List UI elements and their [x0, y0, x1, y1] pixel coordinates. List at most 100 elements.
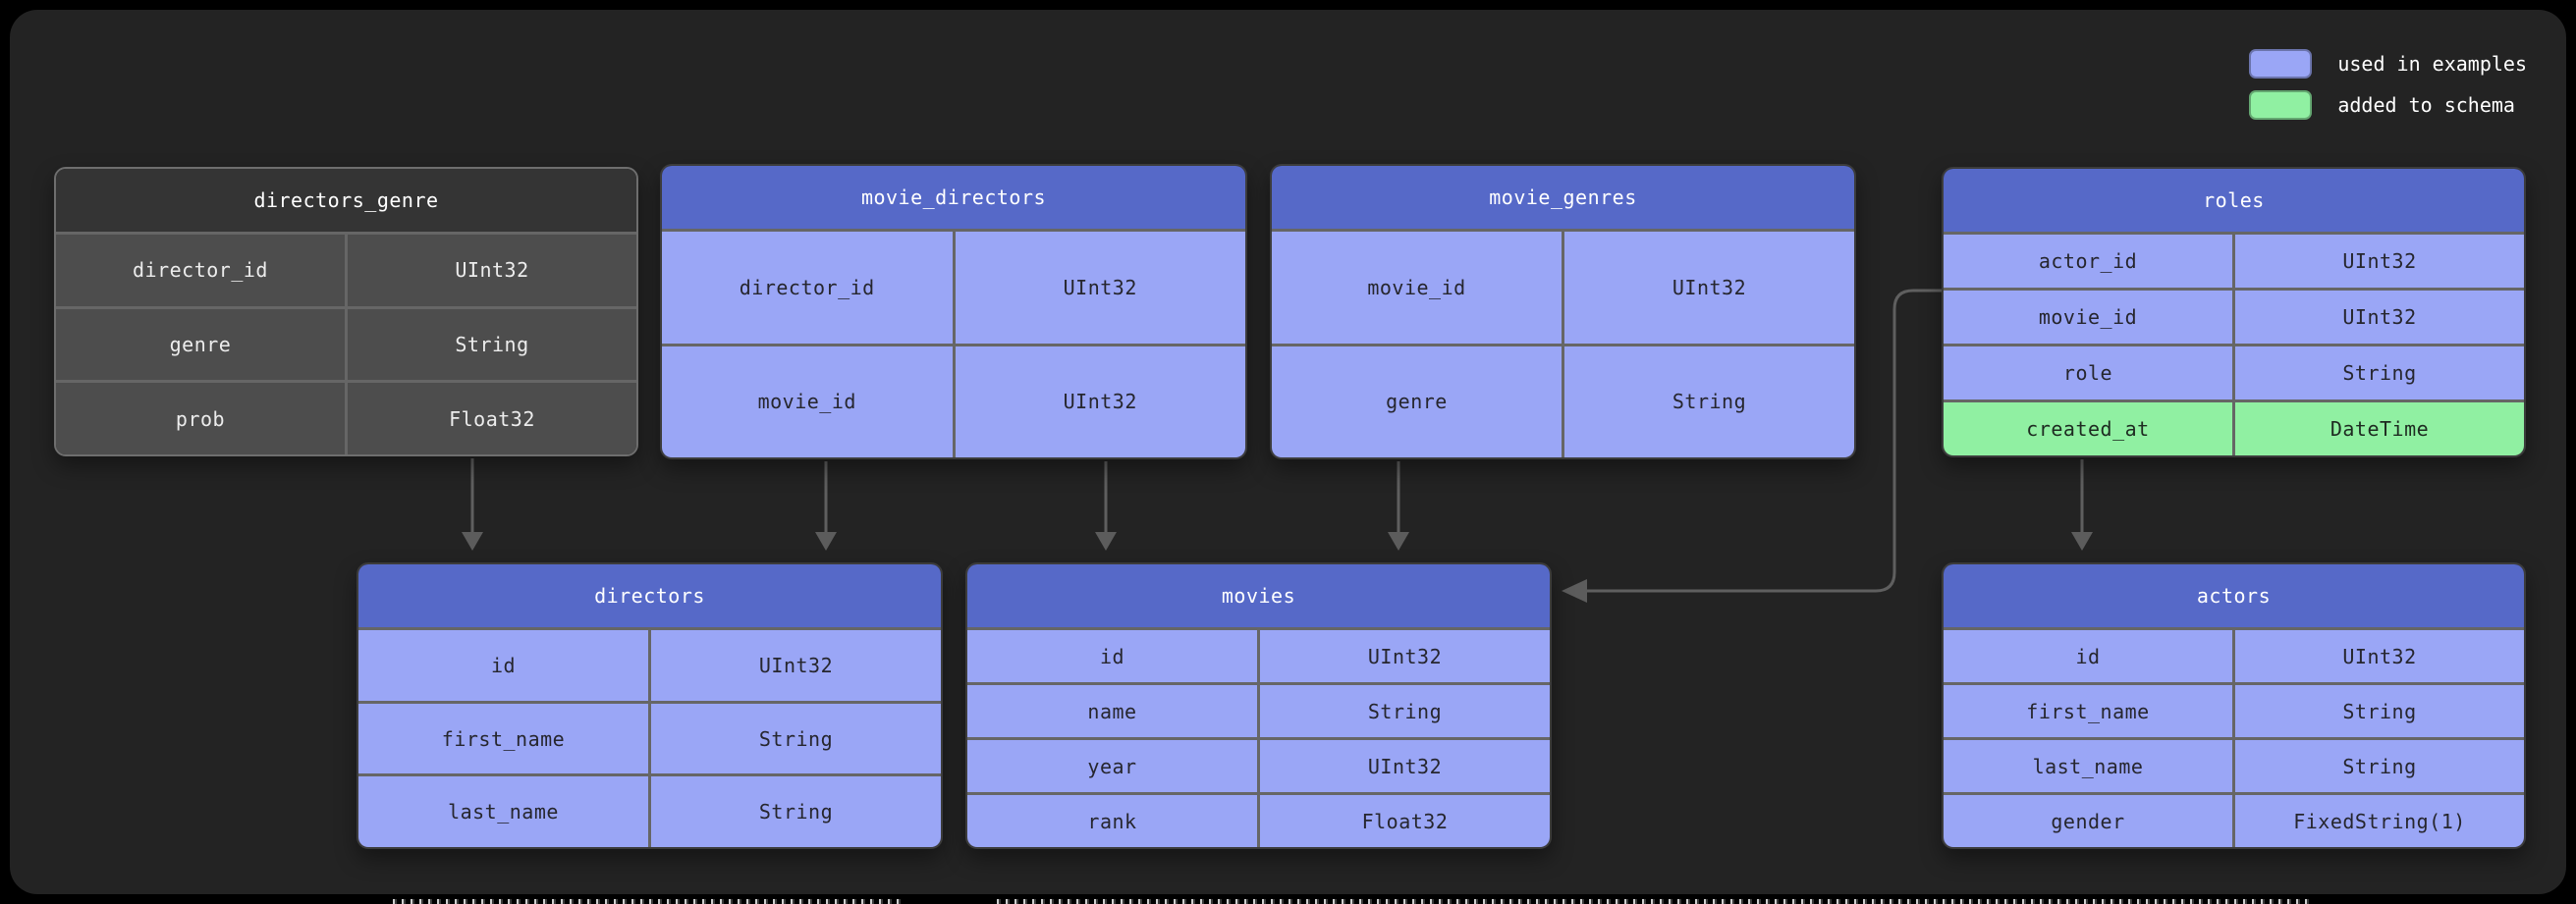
table-title: roles [1944, 169, 2524, 232]
arrowhead-icon [1562, 579, 1587, 603]
cutoff-text-sliver [393, 899, 904, 904]
field-type: UInt32 [1257, 740, 1550, 792]
field-type: UInt32 [2232, 291, 2524, 344]
field-name: movie_id [1944, 291, 2232, 344]
field-type: String [648, 776, 941, 847]
field-type: UInt32 [2232, 235, 2524, 288]
blue-swatch-icon [2249, 49, 2313, 79]
field-type: DateTime [2232, 402, 2524, 455]
field-type: UInt32 [952, 232, 1245, 344]
field-type: String [2232, 685, 2524, 737]
field-type: UInt32 [952, 346, 1245, 457]
field-type: FixedString(1) [2232, 795, 2524, 847]
field-name: movie_id [1272, 232, 1562, 344]
cutoff-text-sliver [997, 899, 2313, 904]
field-type: UInt32 [1257, 630, 1550, 682]
field-type: Float32 [1257, 795, 1550, 847]
green-swatch-icon [2249, 90, 2313, 120]
table-title: movie_genres [1272, 166, 1854, 229]
field-type: String [345, 308, 636, 381]
table-title: movies [967, 564, 1550, 627]
field-name: rank [967, 795, 1257, 847]
arrowhead-icon [1388, 532, 1409, 551]
field-type: String [1562, 346, 1854, 457]
field-name: genre [56, 308, 345, 381]
legend: used in examples added to schema [2249, 49, 2527, 120]
field-name: role [1944, 346, 2232, 399]
field-name: created_at [1944, 402, 2232, 455]
field-name: id [967, 630, 1257, 682]
table-title: directors [358, 564, 941, 627]
field-type: UInt32 [2232, 630, 2524, 682]
field-name: first_name [358, 703, 648, 774]
field-type: UInt32 [1562, 232, 1854, 344]
arrowhead-icon [2071, 532, 2093, 551]
arrowhead-icon [1095, 532, 1117, 551]
field-name: movie_id [662, 346, 953, 457]
table-title: movie_directors [662, 166, 1245, 229]
field-type: Float32 [345, 383, 636, 454]
legend-label: added to schema [2337, 93, 2515, 117]
table-title: directors_genre [56, 169, 636, 232]
field-type: UInt32 [345, 235, 636, 306]
field-name: gender [1944, 795, 2232, 847]
field-name: last_name [358, 776, 648, 847]
field-type: String [1257, 685, 1550, 737]
field-name: genre [1272, 346, 1562, 457]
field-name: id [1944, 630, 2232, 682]
field-name: year [967, 740, 1257, 792]
legend-item-added-to-schema: added to schema [2249, 90, 2527, 120]
field-name: actor_id [1944, 235, 2232, 288]
field-name: id [358, 630, 648, 701]
table-title: actors [1944, 564, 2524, 627]
legend-item-used-in-examples: used in examples [2249, 49, 2527, 79]
field-name: first_name [1944, 685, 2232, 737]
field-name: prob [56, 383, 345, 454]
arrowhead-icon [815, 532, 837, 551]
legend-label: used in examples [2337, 52, 2527, 76]
arrowhead-icon [462, 532, 483, 551]
field-type: String [648, 703, 941, 774]
field-type: String [2232, 346, 2524, 399]
field-name: director_id [662, 232, 953, 344]
field-name: last_name [1944, 740, 2232, 792]
field-name: director_id [56, 235, 345, 306]
